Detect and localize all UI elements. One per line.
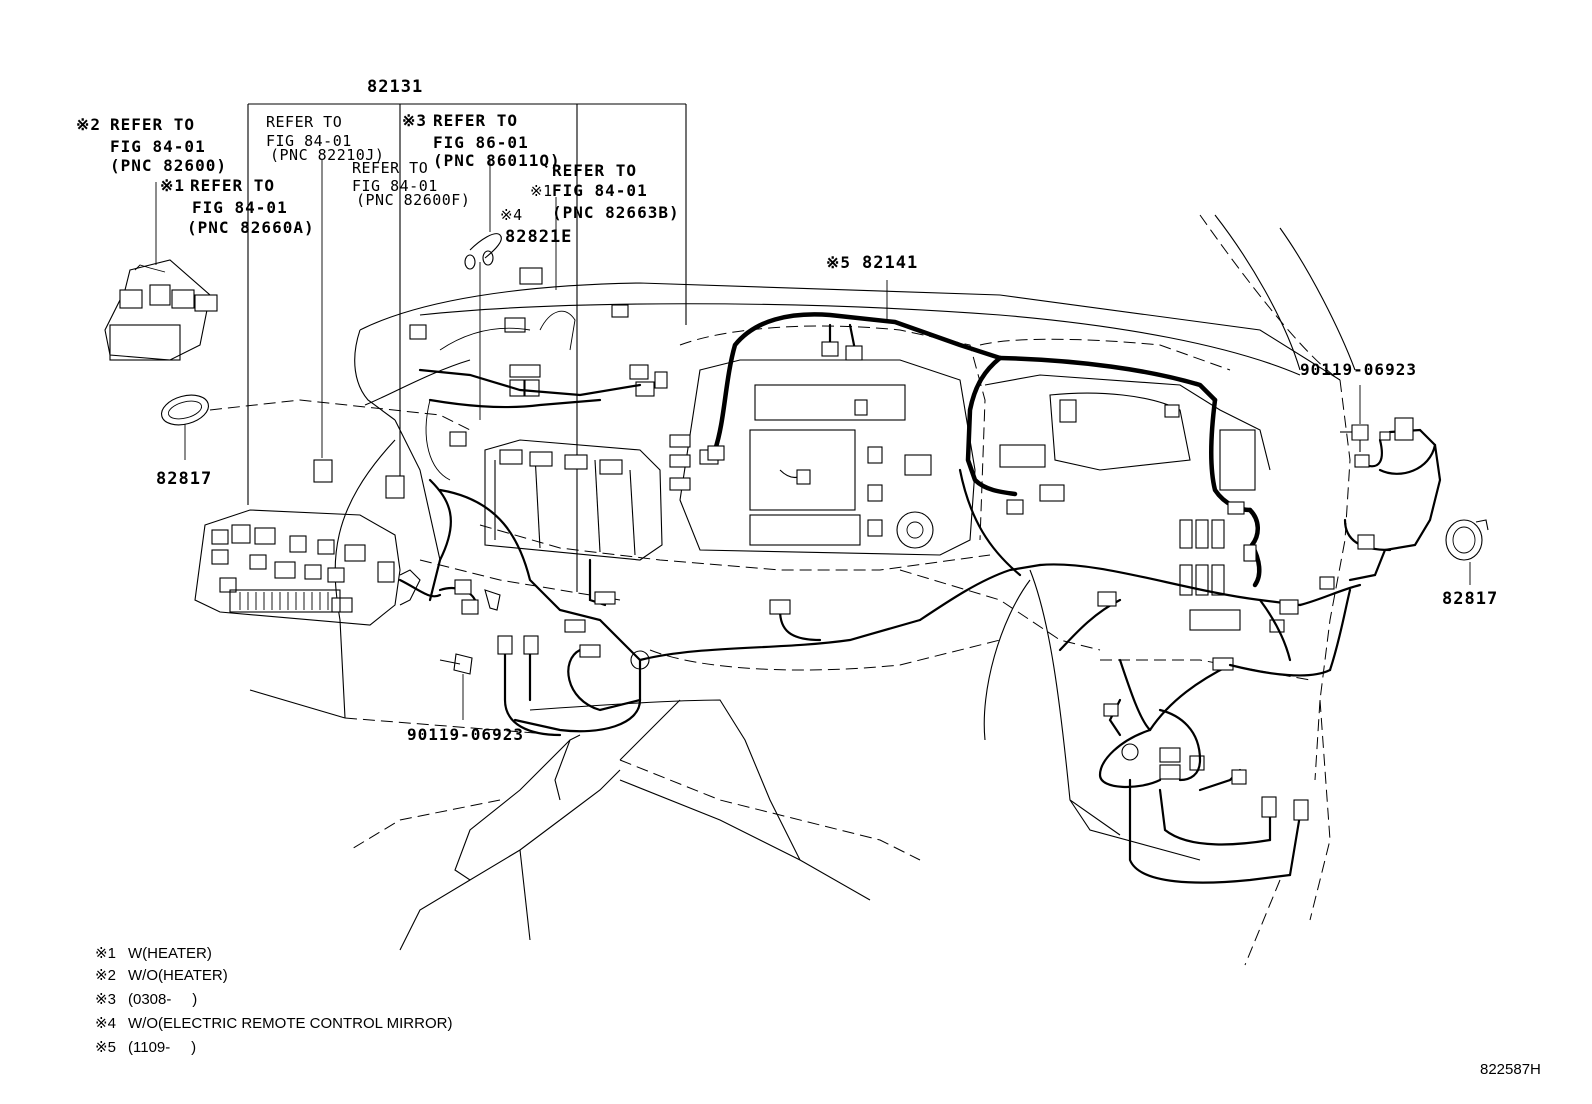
note-mark: ※3 bbox=[402, 111, 427, 130]
part-number-82141: 82141 bbox=[862, 253, 918, 273]
bolt-right bbox=[1340, 385, 1369, 452]
pnc-ref: (PNC 82660A) bbox=[187, 218, 315, 237]
instrument-panel-outline bbox=[209, 214, 1356, 966]
legend-mark: ※3 bbox=[95, 991, 116, 1008]
grommet-right bbox=[1445, 519, 1489, 585]
pnc-ref: (PNC 82600F) bbox=[356, 191, 470, 209]
legend-mark: ※1 bbox=[95, 945, 116, 962]
label-82131: 82131 bbox=[367, 77, 423, 97]
note-mark: ※1 bbox=[160, 176, 185, 195]
heater-control-part bbox=[104, 259, 218, 361]
figure-id: 822587H bbox=[1480, 1061, 1541, 1078]
refer-to-text: REFER TO bbox=[433, 111, 518, 130]
refer-to-text: REFER TO bbox=[190, 176, 275, 195]
legend-mark: ※5 bbox=[95, 1039, 116, 1056]
part-number-82131: 82131 bbox=[367, 77, 423, 97]
fig-ref: FIG 84-01 bbox=[352, 177, 438, 195]
legend-text: (1109- ) bbox=[128, 1039, 196, 1056]
part-number-grommet-left: 82817 bbox=[156, 469, 212, 489]
right-end-harness bbox=[1343, 417, 1442, 582]
legend-item: ※5 (1109- ) bbox=[95, 1039, 196, 1056]
legend-mark: ※2 bbox=[95, 967, 116, 984]
legend-item: ※2 W/O(HEATER) bbox=[95, 967, 228, 984]
legend-item: ※1 W(HEATER) bbox=[95, 945, 212, 962]
small-relays bbox=[313, 459, 501, 615]
fig-ref: FIG 84-01 bbox=[110, 137, 206, 156]
refer-to-text: REFER TO bbox=[110, 115, 195, 134]
refer-to-text: REFER TO bbox=[266, 113, 342, 131]
legend-item: ※4 W/O(ELECTRIC REMOTE CONTROL MIRROR) bbox=[95, 1015, 452, 1032]
main-harness-wires bbox=[428, 468, 1362, 884]
legend-item: ※3 (0308- ) bbox=[95, 991, 197, 1008]
fig-ref: FIG 84-01 bbox=[266, 132, 352, 150]
label-82141: ※5 82141 bbox=[826, 253, 918, 273]
mirror-switch-82821e bbox=[464, 233, 502, 420]
part-number-grommet-right: 82817 bbox=[1442, 589, 1498, 609]
fig-ref: FIG 86-01 bbox=[433, 133, 529, 152]
junction-block bbox=[194, 509, 442, 626]
callout-refer-82600f: REFER TO FIG 84-01 (PNC 82600F) bbox=[352, 159, 470, 209]
fig-ref: FIG 84-01 bbox=[192, 198, 288, 217]
legend: ※1 W(HEATER) ※2 W/O(HEATER) ※3 (0308- ) … bbox=[95, 945, 452, 1056]
pnc-ref: (PNC 82663B) bbox=[552, 203, 680, 222]
callout-refer-82660a: ※1 REFER TO FIG 84-01 (PNC 82660A) bbox=[160, 176, 315, 237]
part-82131-bracket bbox=[155, 103, 687, 592]
part-number-bolt-left: 90119-06923 bbox=[407, 725, 524, 744]
callout-refer-82663b: REFER TO ※1 FIG 84-01 (PNC 82663B) bbox=[530, 161, 680, 222]
callout-refer-82600: ※2 REFER TO FIG 84-01 (PNC 82600) bbox=[76, 115, 227, 175]
refer-to-text: REFER TO bbox=[552, 161, 637, 180]
part-number-82821e: 82821E bbox=[505, 227, 572, 247]
legend-text: W/O(HEATER) bbox=[128, 967, 228, 984]
part-82141-harness bbox=[707, 280, 1262, 588]
meter-cluster bbox=[979, 338, 1271, 631]
note-mark: ※2 bbox=[76, 115, 101, 134]
fuse-row bbox=[229, 589, 341, 613]
callout-refer-82210j: REFER TO FIG 84-01 (PNC 82210J) bbox=[266, 113, 384, 164]
fig-ref: FIG 84-01 bbox=[552, 181, 648, 200]
legend-text: W/O(ELECTRIC REMOTE CONTROL MIRROR) bbox=[128, 1015, 452, 1032]
pnc-ref: (PNC 82600) bbox=[110, 156, 227, 175]
callout-refer-86011q: ※3 REFER TO FIG 86-01 (PNC 86011Q) bbox=[402, 111, 561, 170]
legend-mark: ※4 bbox=[95, 1015, 116, 1032]
legend-text: (0308- ) bbox=[128, 991, 197, 1008]
pnc-ref: (PNC 86011Q) bbox=[433, 151, 561, 170]
grommet-left bbox=[160, 394, 210, 460]
note-mark: ※5 bbox=[826, 253, 851, 272]
bolt-left bbox=[439, 653, 473, 720]
pnc-ref: (PNC 82210J) bbox=[270, 146, 384, 164]
part-number-bolt-right: 90119-06923 bbox=[1300, 360, 1417, 379]
note-mark: ※4 bbox=[500, 206, 523, 224]
note-mark: ※1 bbox=[530, 182, 553, 200]
left-panel bbox=[409, 267, 668, 561]
center-console-outline bbox=[349, 699, 921, 951]
legend-text: W(HEATER) bbox=[128, 945, 212, 962]
label-82821e: ※4 82821E bbox=[500, 206, 572, 247]
refer-to-text: REFER TO bbox=[352, 159, 428, 177]
center-cluster bbox=[669, 325, 986, 556]
